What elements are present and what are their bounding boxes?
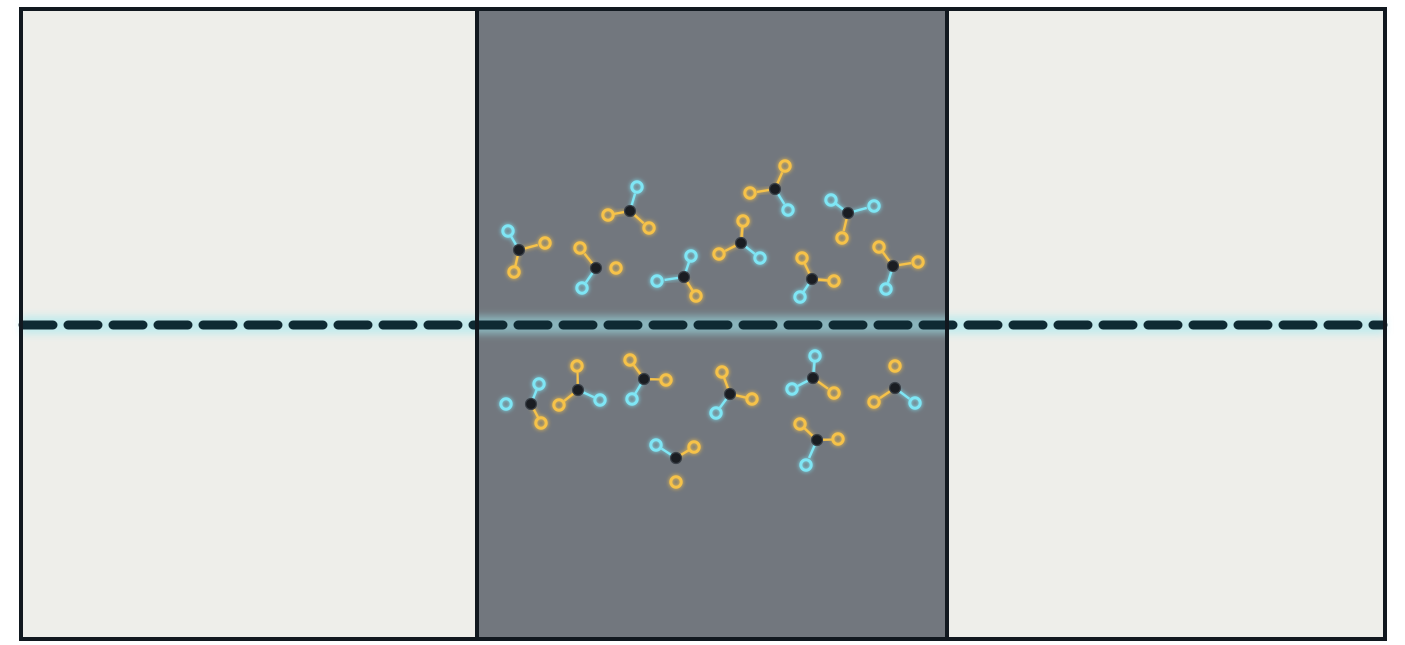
center-atom <box>679 272 690 283</box>
center-atom <box>725 389 736 400</box>
center-atom <box>812 435 823 446</box>
center-atom <box>514 245 525 256</box>
center-atom <box>526 399 537 410</box>
center-atom <box>808 373 819 384</box>
center-atom <box>888 261 899 272</box>
center-atom <box>671 453 682 464</box>
center-atom <box>890 383 901 394</box>
center-atom <box>625 206 636 217</box>
center-atom <box>591 263 602 274</box>
center-atom <box>639 374 650 385</box>
center-atom <box>807 274 818 285</box>
center-atom <box>736 238 747 249</box>
center-atom <box>770 184 781 195</box>
center-atom <box>843 208 854 219</box>
center-atom <box>573 385 584 396</box>
